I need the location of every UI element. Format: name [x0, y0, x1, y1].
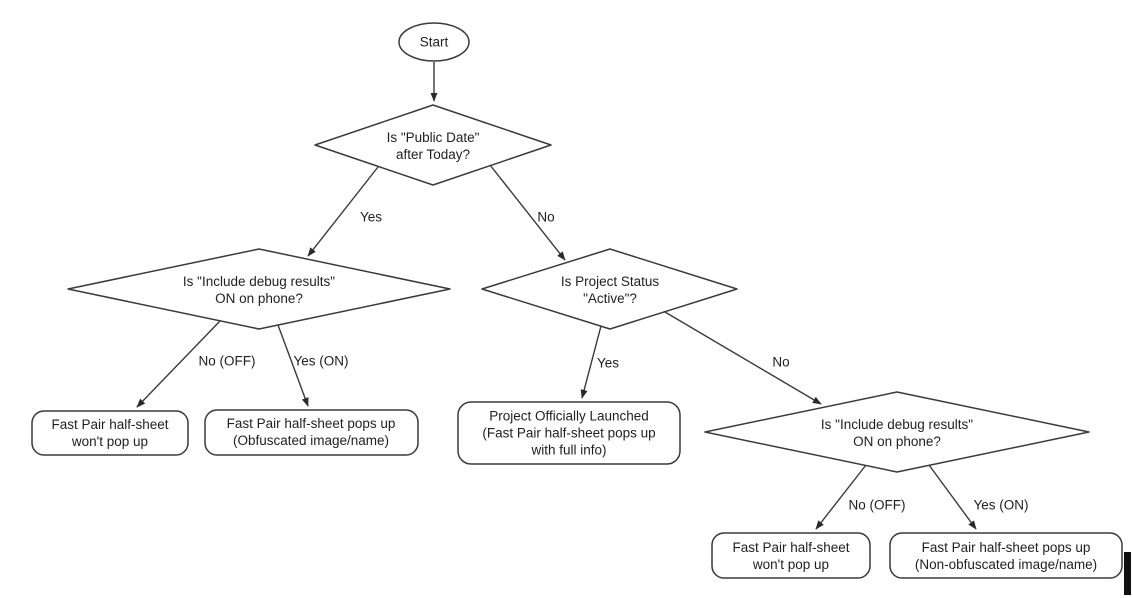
connector-debug-right-no [815, 464, 867, 530]
connector-status-no [664, 311, 822, 405]
result-launched-shape [457, 401, 681, 465]
decision-project-status-shape [481, 248, 738, 330]
decision-debug-right-shape [704, 391, 1090, 473]
result-non-obfuscated-shape [889, 532, 1123, 579]
connector-debug-left-no [136, 320, 221, 408]
connector-public-date-yes [307, 166, 379, 257]
decision-debug-left-shape [67, 248, 451, 330]
connector-status-yes [580, 325, 602, 399]
result-obfuscated-shape [204, 409, 419, 456]
connector-debug-left-yes [277, 324, 309, 407]
connector-debug-right-yes [928, 464, 977, 530]
result-no-popup-left-shape [31, 410, 189, 456]
result-no-popup-right-shape [711, 532, 871, 579]
connector-public-date-no [489, 164, 566, 261]
decision-public-date-shape [314, 104, 552, 186]
text-cursor-artifact [1124, 552, 1131, 595]
start-node-shape [398, 22, 470, 62]
